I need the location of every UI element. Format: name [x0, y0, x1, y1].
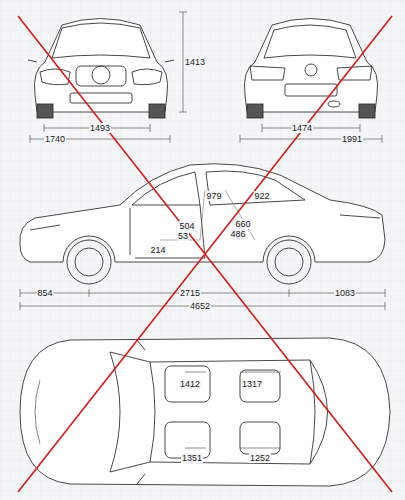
- dimension-label: 1493: [89, 123, 111, 133]
- dimension-label: 486: [229, 229, 246, 239]
- dimension-label: 660: [234, 219, 251, 229]
- dimension-label: 1474: [291, 123, 313, 133]
- dimension-label: 53: [177, 231, 189, 241]
- dimension-label: 1413: [184, 57, 206, 67]
- dimension-label: 4652: [189, 301, 211, 311]
- dimension-label: 504: [178, 221, 195, 231]
- dimension-label: 854: [36, 288, 53, 298]
- dimension-label: 214: [149, 245, 166, 255]
- dimension-label: 2715: [179, 288, 201, 298]
- dimension-label: 1351: [181, 453, 203, 463]
- dimension-label: 1083: [334, 288, 356, 298]
- dimension-label: 1991: [341, 134, 363, 144]
- dimension-label: 1252: [249, 453, 271, 463]
- dimension-label: 1412: [179, 379, 201, 389]
- dimension-label: 922: [253, 191, 270, 201]
- dimension-label: 1740: [44, 134, 66, 144]
- dimension-label: 1317: [241, 379, 263, 389]
- dimension-label: 979: [205, 191, 222, 201]
